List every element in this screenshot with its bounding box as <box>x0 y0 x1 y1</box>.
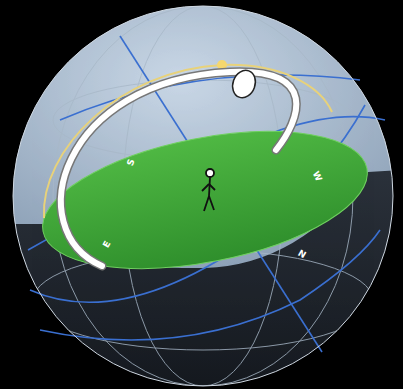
stick-figure <box>202 169 215 211</box>
